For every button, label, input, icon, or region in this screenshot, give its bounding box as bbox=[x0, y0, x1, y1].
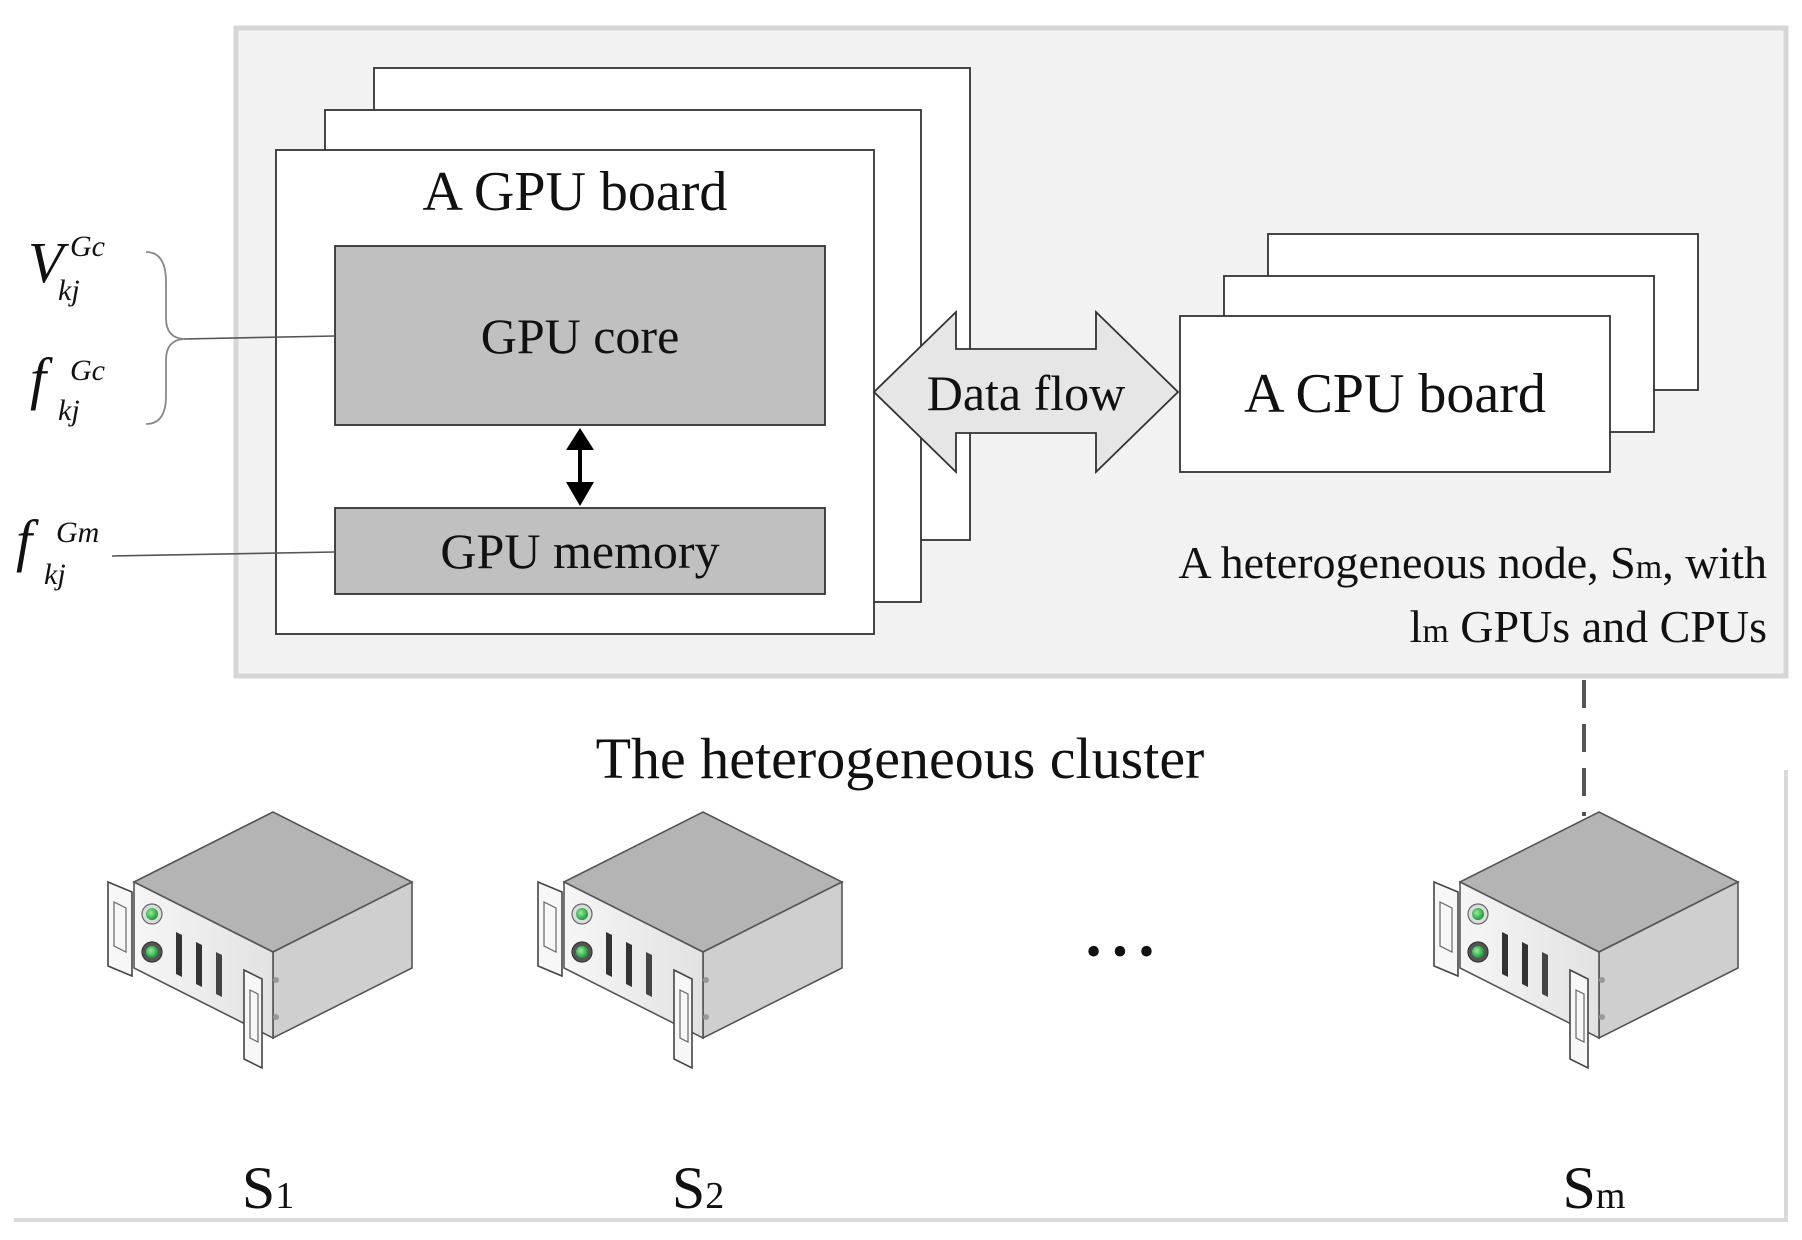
cpu-board-label: A CPU board bbox=[1244, 363, 1546, 425]
core-voltage-symbol: V Gc kj bbox=[28, 230, 105, 307]
gpu-board-title: A GPU board bbox=[423, 161, 728, 223]
server-label-s1: S1 bbox=[242, 1155, 294, 1221]
core-memory-arrow bbox=[566, 428, 594, 506]
server-sm-icon bbox=[1433, 811, 1739, 1069]
svg-text:Gc: Gc bbox=[70, 354, 105, 387]
svg-text:Gc: Gc bbox=[70, 230, 105, 263]
gpu-core-block bbox=[334, 245, 826, 426]
server-s2-icon bbox=[537, 811, 843, 1069]
server-s1-icon bbox=[107, 811, 413, 1069]
gpu-core-label: GPU core bbox=[481, 308, 680, 364]
cluster-title: The heterogeneous cluster bbox=[596, 726, 1205, 791]
data-flow-label: Data flow bbox=[927, 365, 1126, 421]
server-label-sm: Sm bbox=[1563, 1155, 1626, 1221]
cpu-board bbox=[1179, 315, 1611, 473]
parameter-brace bbox=[145, 251, 185, 425]
cluster-frame bbox=[14, 770, 1788, 1222]
svg-text:kj: kj bbox=[58, 274, 80, 307]
data-flow-arrow bbox=[872, 309, 1180, 475]
server-label-s2: S2 bbox=[672, 1155, 724, 1221]
svg-text:kj: kj bbox=[44, 558, 66, 591]
memory-frequency-symbol: f Gm kj bbox=[16, 508, 99, 591]
node-caption-line1: A heterogeneous node, Sm, with bbox=[1178, 537, 1767, 588]
svg-text:f: f bbox=[16, 508, 39, 573]
gpu-memory-block bbox=[334, 507, 826, 595]
server-ellipsis: • • • bbox=[1086, 927, 1154, 976]
svg-text:Gm: Gm bbox=[56, 516, 99, 549]
core-parameter-connector bbox=[183, 335, 336, 340]
memory-parameter-connector bbox=[111, 551, 336, 557]
node-caption-line2: lm GPUs and CPUs bbox=[1410, 601, 1767, 652]
svg-text:kj: kj bbox=[58, 394, 80, 427]
core-frequency-symbol: f Gc kj bbox=[30, 346, 105, 427]
svg-text:V: V bbox=[28, 230, 70, 295]
gpu-memory-label: GPU memory bbox=[440, 523, 719, 579]
svg-text:f: f bbox=[30, 346, 53, 411]
